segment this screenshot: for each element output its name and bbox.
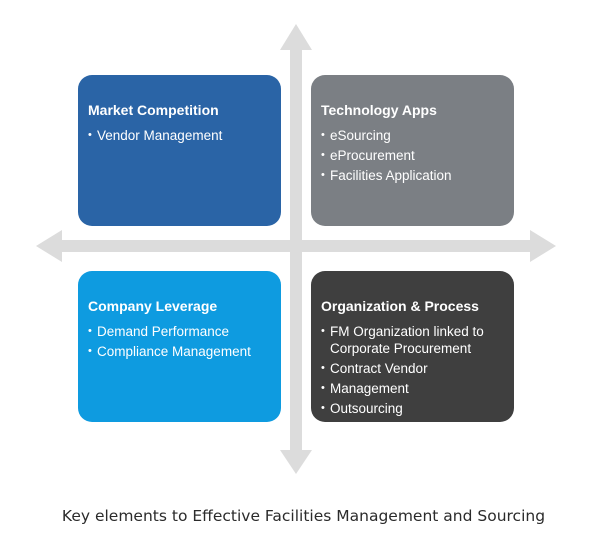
quadrant-list: FM Organization linked to Corporate Proc… bbox=[321, 323, 504, 417]
quadrant-company-leverage: Company Leverage Demand Performance Comp… bbox=[78, 271, 281, 422]
arrow-down-head bbox=[280, 450, 312, 474]
quadrant-title: Company Leverage bbox=[88, 298, 218, 314]
list-item: eSourcing bbox=[321, 127, 504, 144]
arrow-up-head bbox=[280, 24, 312, 50]
list-item: FM Organization linked to Corporate Proc… bbox=[321, 323, 504, 357]
figure-caption: Key elements to Effective Facilities Man… bbox=[61, 507, 546, 525]
arrow-right-head bbox=[530, 230, 556, 262]
horizontal-axis-shaft bbox=[60, 240, 532, 252]
list-item: Facilities Application bbox=[321, 167, 504, 184]
quadrant-list: eSourcing eProcurement Facilities Applic… bbox=[321, 127, 504, 184]
list-item: Management bbox=[321, 380, 504, 397]
quadrant-title: Technology Apps bbox=[321, 102, 437, 118]
list-item: Demand Performance bbox=[88, 323, 271, 340]
list-item: Outsourcing bbox=[321, 400, 504, 417]
quadrant-list: Vendor Management bbox=[88, 127, 271, 144]
quadrant-list: Demand Performance Compliance Management bbox=[88, 323, 271, 360]
list-item: eProcurement bbox=[321, 147, 504, 164]
quadrant-title: Market Competition bbox=[88, 102, 219, 118]
quadrant-technology-apps: Technology Apps eSourcing eProcurement F… bbox=[311, 75, 514, 226]
list-item: Contract Vendor bbox=[321, 360, 504, 377]
quadrant-organization-process: Organization & Process FM Organization l… bbox=[311, 271, 514, 422]
arrow-left-head bbox=[36, 230, 62, 262]
quadrant-market-competition: Market Competition Vendor Management bbox=[78, 75, 281, 226]
list-item: Vendor Management bbox=[88, 127, 271, 144]
quadrant-title: Organization & Process bbox=[321, 298, 479, 314]
list-item: Compliance Management bbox=[88, 343, 271, 360]
